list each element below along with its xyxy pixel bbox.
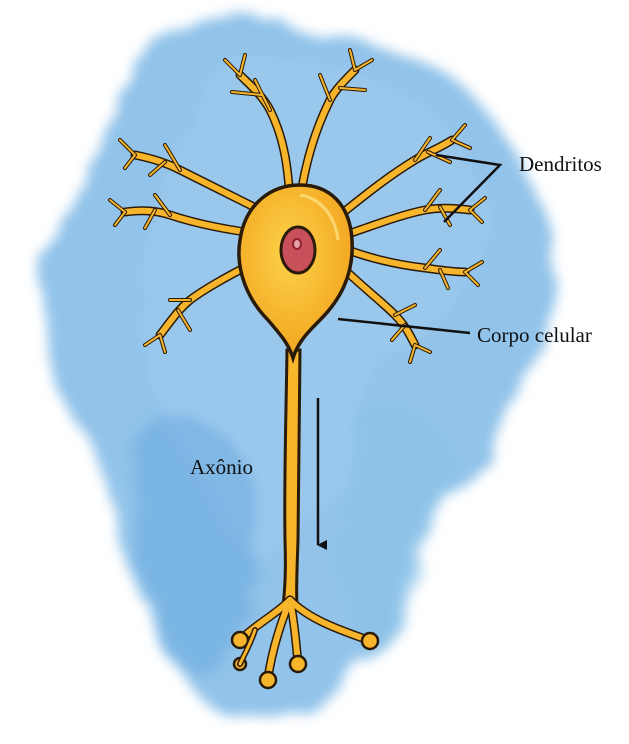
dendrites-label: Dendritos — [519, 152, 602, 176]
axon-label: Axônio — [190, 455, 253, 479]
nucleolus — [293, 239, 301, 249]
axon — [283, 350, 300, 605]
nucleus — [281, 227, 315, 273]
cell-body-label: Corpo celular — [477, 323, 592, 347]
